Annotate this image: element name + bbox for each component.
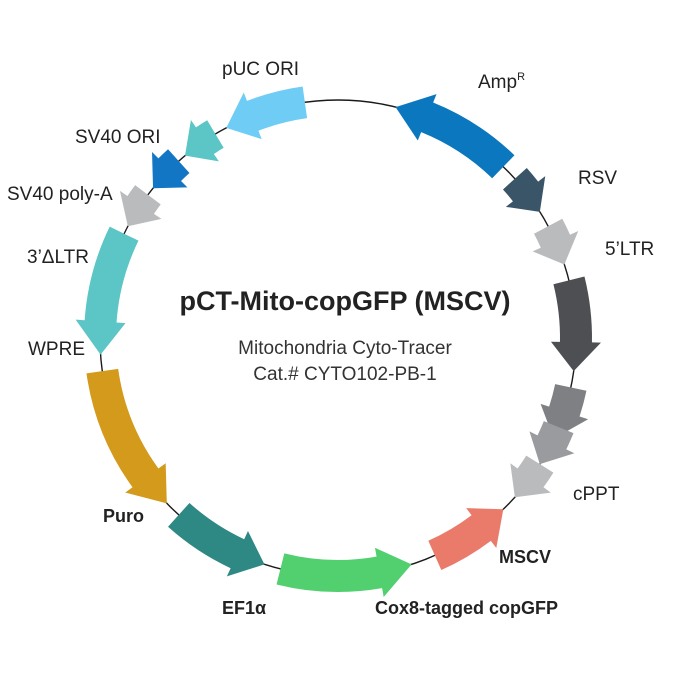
ltr3-label: 3’ΔLTR [27,247,89,268]
plasmid-description: Mitochondria Cyto-Tracer [238,338,452,359]
puc-ori-label: pUC ORI [222,59,299,80]
feature-arrows [75,86,601,597]
sv40-ori-arrow [185,119,224,162]
cppt-label: cPPT [573,484,620,505]
catalog-number: Cat.# CYTO102-PB-1 [253,364,436,385]
gray-element-2-arrow [529,421,575,465]
sv40-ori-label: SV40 ORI [75,127,161,148]
puc-ori-arrow [226,86,308,140]
puro-label: Puro [103,506,144,526]
wpre-label: WPRE [28,339,85,360]
ef1a-label: EF1α [222,598,266,618]
mscv-arrow [428,508,504,571]
rsv-arrow [502,168,546,212]
cppt-arrow [510,455,554,498]
cox8-copgfp-label: Cox8-tagged copGFP [375,598,558,618]
sv40-polya-arrow [152,149,190,189]
dark-gray-element-arrow [550,276,601,372]
puro-arrow [86,368,167,504]
ltr5-label: 5’LTR [605,239,654,260]
plasmid-title: pCT-Mito-copGFP (MSCV) [180,286,511,316]
cox8-copgfp-arrow [276,547,412,597]
ltr3-arrow [119,185,162,227]
ampr-arrow [395,94,515,179]
sv40-polya-label: SV40 poly-A [7,184,113,205]
ampr-label: AmpR [478,71,525,93]
ltr5-arrow [532,218,579,265]
mscv-label: MSCV [499,547,551,567]
wpre-arrow [75,226,139,355]
ef1a-arrow [168,502,265,577]
rsv-label: RSV [578,168,617,189]
